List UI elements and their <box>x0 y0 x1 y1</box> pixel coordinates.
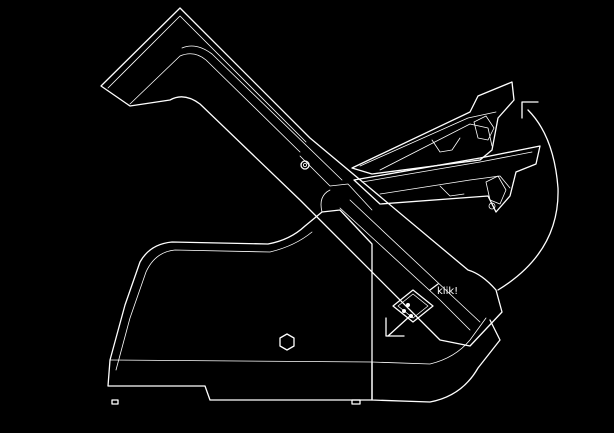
click-label: klik! <box>437 286 458 297</box>
base-housing <box>107 209 501 405</box>
rotate-arrow-icon <box>497 101 559 291</box>
arrow-down-left-icon <box>385 315 411 337</box>
folding-tray <box>351 81 541 213</box>
stand-arm <box>100 7 503 347</box>
hex-screw-icon <box>279 333 295 351</box>
hinge-bolt-icon <box>300 160 310 170</box>
release-latch <box>392 283 439 323</box>
